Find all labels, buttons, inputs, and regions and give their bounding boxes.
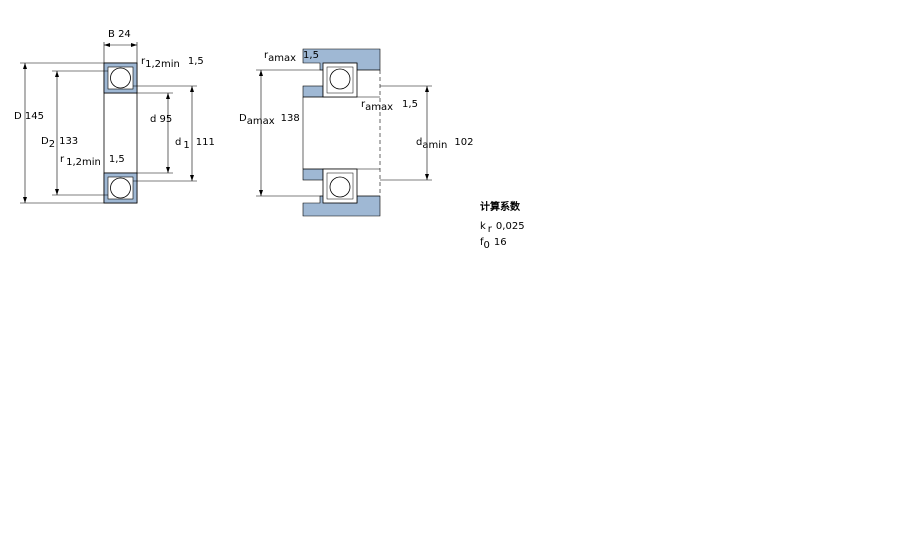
shaft-shoulder-top: [302, 85, 324, 98]
top-ball: [110, 67, 131, 89]
B-arrow-right: [131, 43, 137, 47]
d-arrow-bottom: [166, 167, 170, 173]
d1-arrow-top: [190, 86, 194, 92]
B-label: B 24: [108, 29, 131, 40]
d1-arrow-bottom: [190, 175, 194, 181]
mounted-ball-top: [329, 68, 351, 90]
D2-arrow-top: [55, 71, 59, 77]
Damax-arrow-top: [259, 70, 263, 76]
damin-arrow-bottom: [425, 174, 429, 180]
D2-arrow-bottom: [55, 189, 59, 195]
Damax-arrow-bottom: [259, 190, 263, 196]
mounted-ball-bottom: [329, 176, 351, 198]
B-arrow-left: [104, 43, 110, 47]
damin-arrow-top: [425, 86, 429, 92]
bottom-ball: [110, 177, 131, 199]
d-arrow-top: [166, 93, 170, 99]
D-arrow-bottom: [23, 197, 27, 203]
d-label: d 95: [150, 114, 172, 125]
shaft-shoulder-bottom: [302, 168, 324, 181]
D-arrow-top: [23, 63, 27, 69]
D-label: D 145: [14, 111, 44, 122]
calc-factors-title: 计算系数: [480, 200, 521, 213]
